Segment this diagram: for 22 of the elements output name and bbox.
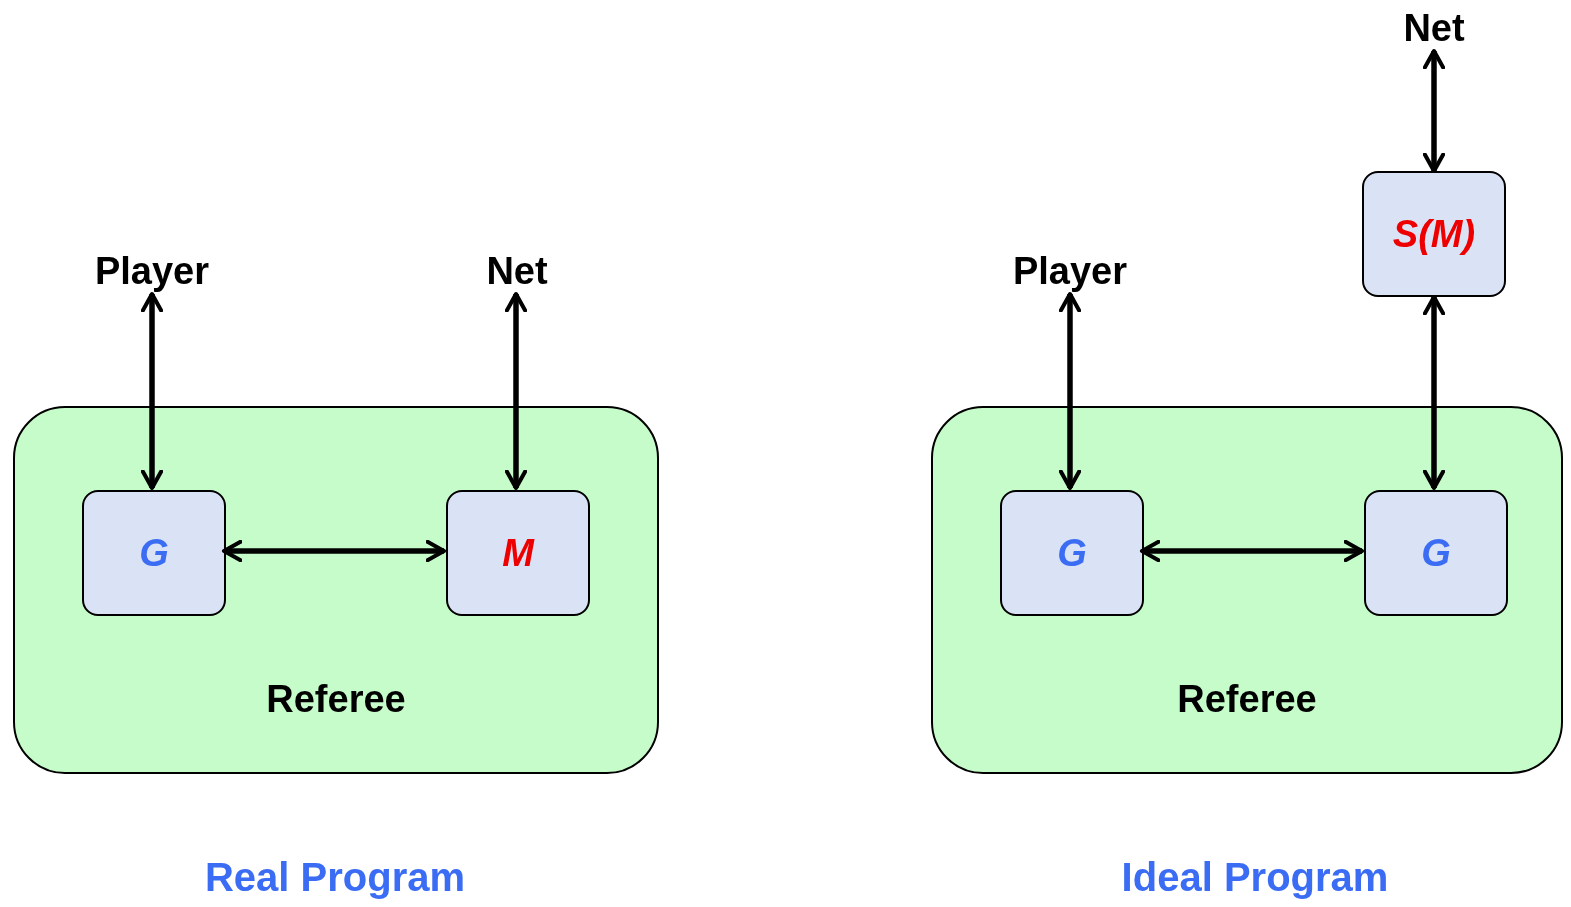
process-box: G — [1000, 490, 1144, 616]
double-arrow — [140, 292, 164, 490]
panel-title: Referee — [1176, 678, 1318, 721]
referee-panel — [13, 406, 659, 774]
node-label: Net — [476, 248, 558, 294]
node-label: Net — [1393, 5, 1475, 51]
referee-panel — [931, 406, 1563, 774]
double-arrow — [1422, 295, 1446, 490]
process-box: G — [82, 490, 226, 616]
double-arrow — [222, 539, 446, 563]
caption: Real Program — [204, 855, 466, 900]
panel-title: Referee — [265, 678, 407, 721]
process-box: G — [1364, 490, 1508, 616]
caption: Ideal Program — [1121, 855, 1389, 900]
process-box: S(M) — [1362, 171, 1506, 297]
node-label: Player — [1000, 248, 1140, 294]
process-box: M — [446, 490, 590, 616]
node-label: Player — [82, 248, 222, 294]
double-arrow — [1058, 292, 1082, 490]
double-arrow — [504, 292, 528, 490]
double-arrow — [1422, 49, 1446, 173]
double-arrow — [1140, 539, 1364, 563]
